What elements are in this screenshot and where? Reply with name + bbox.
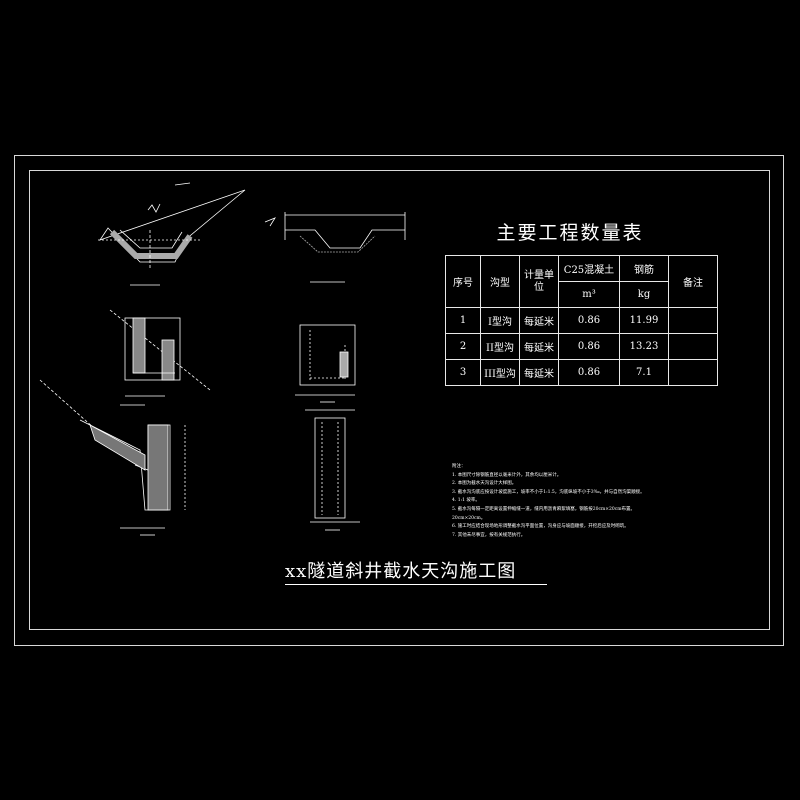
table-row: 3 III型沟 每延米 0.86 7.1 [445, 359, 718, 386]
header-seq: 序号 [445, 255, 481, 308]
header-type: 沟型 [480, 255, 520, 308]
quantity-table-title: 主要工程数量表 [496, 222, 644, 244]
header-concrete: C25混凝土 [558, 255, 620, 282]
cell-type: I型沟 [480, 307, 520, 334]
cell-concrete: 0.86 [558, 333, 620, 360]
notes-heading: 附注： [452, 464, 466, 469]
title-underline [285, 584, 547, 585]
drawing-vertical-detail [305, 409, 360, 531]
quantity-table: 序号 沟型 计量单位 C25混凝土 钢筋 备注 m³ kg 1 I型沟 每延米 … [445, 255, 718, 386]
cell-seq: 1 [445, 307, 481, 334]
drawing-type-iii-section [39, 379, 186, 536]
cell-concrete: 0.86 [558, 359, 620, 386]
note-line: 3. 截水沟沟底应按设计坡度施工，坡率不小于1:1.5，沟底纵坡不小于3‰，并与… [452, 489, 645, 495]
cell-remark [668, 359, 718, 386]
header-rebar: 钢筋 [619, 255, 669, 282]
note-line: 4. 1:1 坡率。 [452, 498, 480, 504]
cell-rebar: 13.23 [619, 333, 669, 360]
cell-rebar: 7.1 [619, 359, 669, 386]
table-row: 2 II型沟 每延米 0.86 13.23 [445, 333, 718, 360]
drawing-title: xx隧道斜井截水天沟施工图 [285, 561, 517, 582]
notes-block: 附注： 1. 本图尺寸除钢筋直径以毫米计外，其余均以厘米计。 2. 本图为截水天… [452, 463, 702, 540]
header-rebar-unit: kg [619, 281, 669, 308]
cell-unit: 每延米 [519, 359, 559, 386]
drawing-type-i-section [98, 182, 246, 286]
inner-frame [29, 170, 770, 630]
table-row: 1 I型沟 每延米 0.86 11.99 [445, 307, 718, 334]
note-line: 5. 截水沟每隔一定距离设置伸缩缝一道，缝内用沥青麻絮填塞，钢筋按20cm×20… [452, 506, 636, 512]
note-line: 20cm×20cm。 [452, 515, 486, 521]
note-line: 7. 其他未尽事宜，按有关规范执行。 [452, 532, 526, 538]
cell-seq: 3 [445, 359, 481, 386]
note-line: 6. 施工时应结合现场地形调整截水沟平面位置，沟身应与坡面顺接，开挖后应及时砌筑… [452, 524, 629, 530]
cell-type: III型沟 [480, 359, 520, 386]
cell-seq: 2 [445, 333, 481, 360]
cell-unit: 每延米 [519, 333, 559, 360]
cell-remark [668, 333, 718, 360]
cell-unit: 每延米 [519, 307, 559, 334]
drawing-type-ii-section [109, 309, 211, 406]
cell-remark [668, 307, 718, 334]
cell-type: II型沟 [480, 333, 520, 360]
note-line: 1. 本图尺寸除钢筋直径以毫米计外，其余均以厘米计。 [452, 472, 562, 478]
header-concrete-unit: m³ [558, 281, 620, 308]
drawing-type-ii-plan [264, 212, 406, 283]
header-remark: 备注 [668, 255, 718, 308]
cell-concrete: 0.86 [558, 307, 620, 334]
outer-frame [14, 155, 784, 646]
header-unit: 计量单位 [519, 255, 559, 308]
note-line: 2. 本图为截水天沟设计大样图。 [452, 481, 517, 487]
drawing-rebar-detail [295, 324, 356, 403]
cell-rebar: 11.99 [619, 307, 669, 334]
